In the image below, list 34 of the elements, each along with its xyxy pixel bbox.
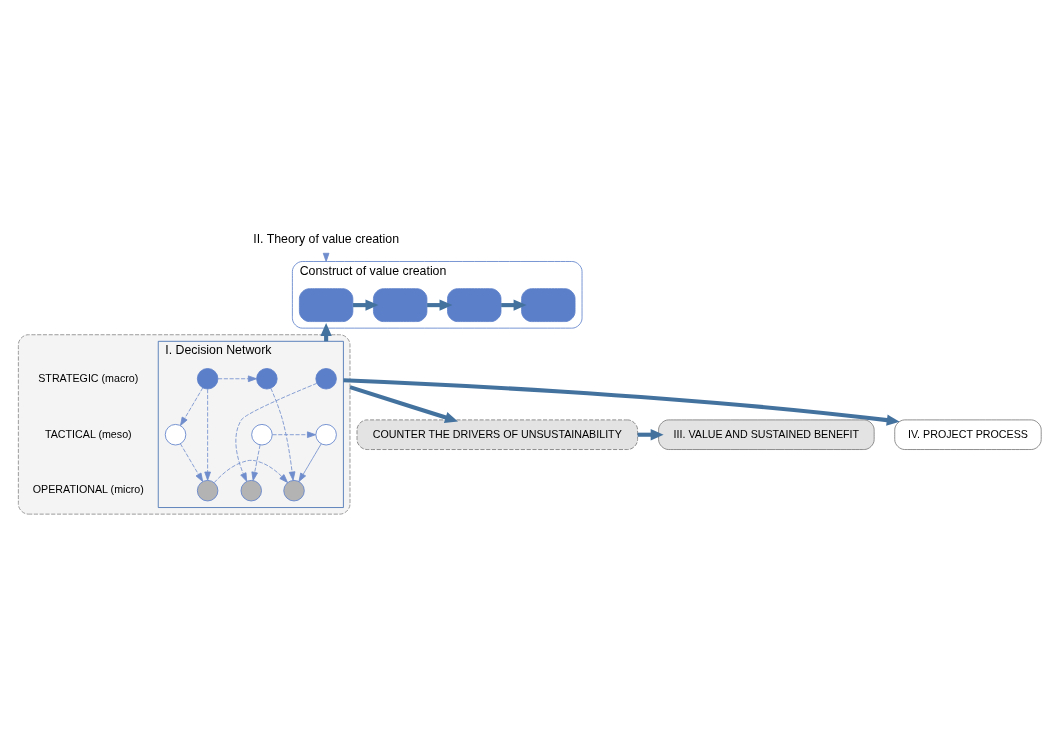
node-circle [240,479,262,502]
node-box [447,288,502,322]
arrow [251,444,261,481]
node-circle [315,368,337,390]
arrow [235,383,318,482]
node-circle [283,479,305,502]
node-box [521,288,576,322]
node-box: IV. PROJECT PROCESS [894,419,1042,450]
node-circle [251,424,273,446]
arrow [180,443,204,482]
label: OPERATIONAL (micro) [32,483,144,496]
node-circle [315,424,337,446]
node-circle [196,479,219,502]
arrow [270,387,296,481]
node-text: II. Theory of value creation [253,231,399,246]
label: TACTICAL (meso) [44,427,132,440]
arrow [272,431,317,438]
arrow [180,387,204,426]
arrow [213,459,288,483]
node-circle [196,368,219,390]
label: STRATEGIC (macro) [38,371,139,384]
arrow [204,388,211,481]
arrow [349,385,458,423]
arrow [298,443,322,482]
cluster: I. Decision Network [157,340,344,508]
node-circle [256,368,278,390]
arrow [217,375,257,383]
node-circle [164,424,187,446]
node-box: III. VALUE AND SUSTAINED BENEFIT [658,419,875,450]
node-box: COUNTER THE DRIVERS OF UNSUSTAINABILITY [356,419,638,450]
cluster: Construct of value creation [291,261,583,329]
node-box [298,288,354,322]
node-box [373,288,428,322]
arrow [343,378,900,426]
